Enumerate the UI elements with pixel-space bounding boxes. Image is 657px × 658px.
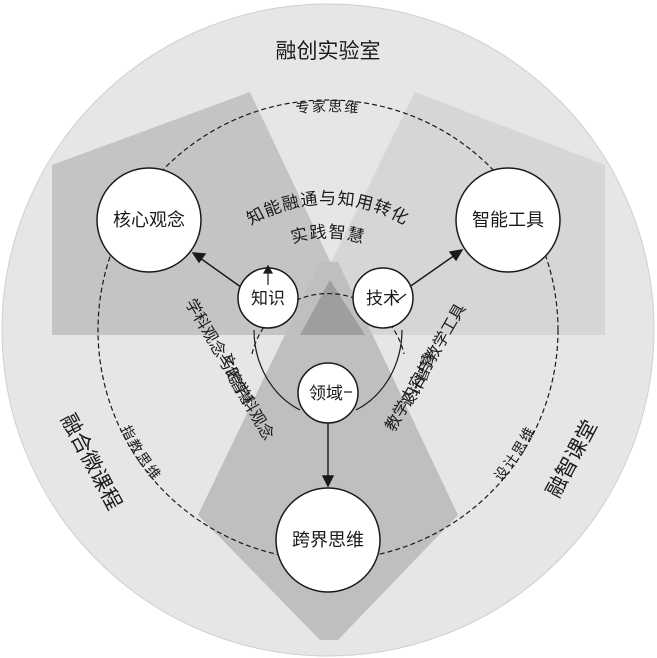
solid-arc-left xyxy=(253,329,301,411)
node-tech xyxy=(352,267,414,329)
node-knowledge-label: 知识 xyxy=(251,289,285,309)
node-cross-thinking xyxy=(275,487,381,593)
arrowhead-cross xyxy=(321,475,335,488)
node-core-label: 核心观念 xyxy=(113,209,185,231)
node-domain xyxy=(297,362,359,424)
arrow-knowledge-to-core xyxy=(199,257,246,291)
node-smart-tools xyxy=(455,167,561,273)
arc-expert: 专家思维 xyxy=(295,98,361,117)
node-cross-label: 跨界思维 xyxy=(292,530,364,551)
node-tools-label: 智能工具 xyxy=(472,210,544,231)
arrow-tech-to-tools xyxy=(404,254,456,291)
node-domain-label: 领域 xyxy=(309,384,343,404)
knowledge-inner-arrowhead xyxy=(262,264,274,274)
arc-expert-text: 专家思维 xyxy=(295,98,359,117)
arrowhead-core xyxy=(191,252,207,264)
tech-inner-arrow xyxy=(395,293,407,303)
node-tech-label: 技术 xyxy=(366,289,400,309)
band-overlap xyxy=(300,280,365,335)
node-core-concept xyxy=(96,167,202,273)
connectors xyxy=(191,249,464,488)
inner-arrows xyxy=(262,264,407,393)
label-top: 融创实验室 xyxy=(276,39,381,63)
arrowhead-tools xyxy=(448,249,464,262)
solid-arc-right xyxy=(355,329,403,411)
